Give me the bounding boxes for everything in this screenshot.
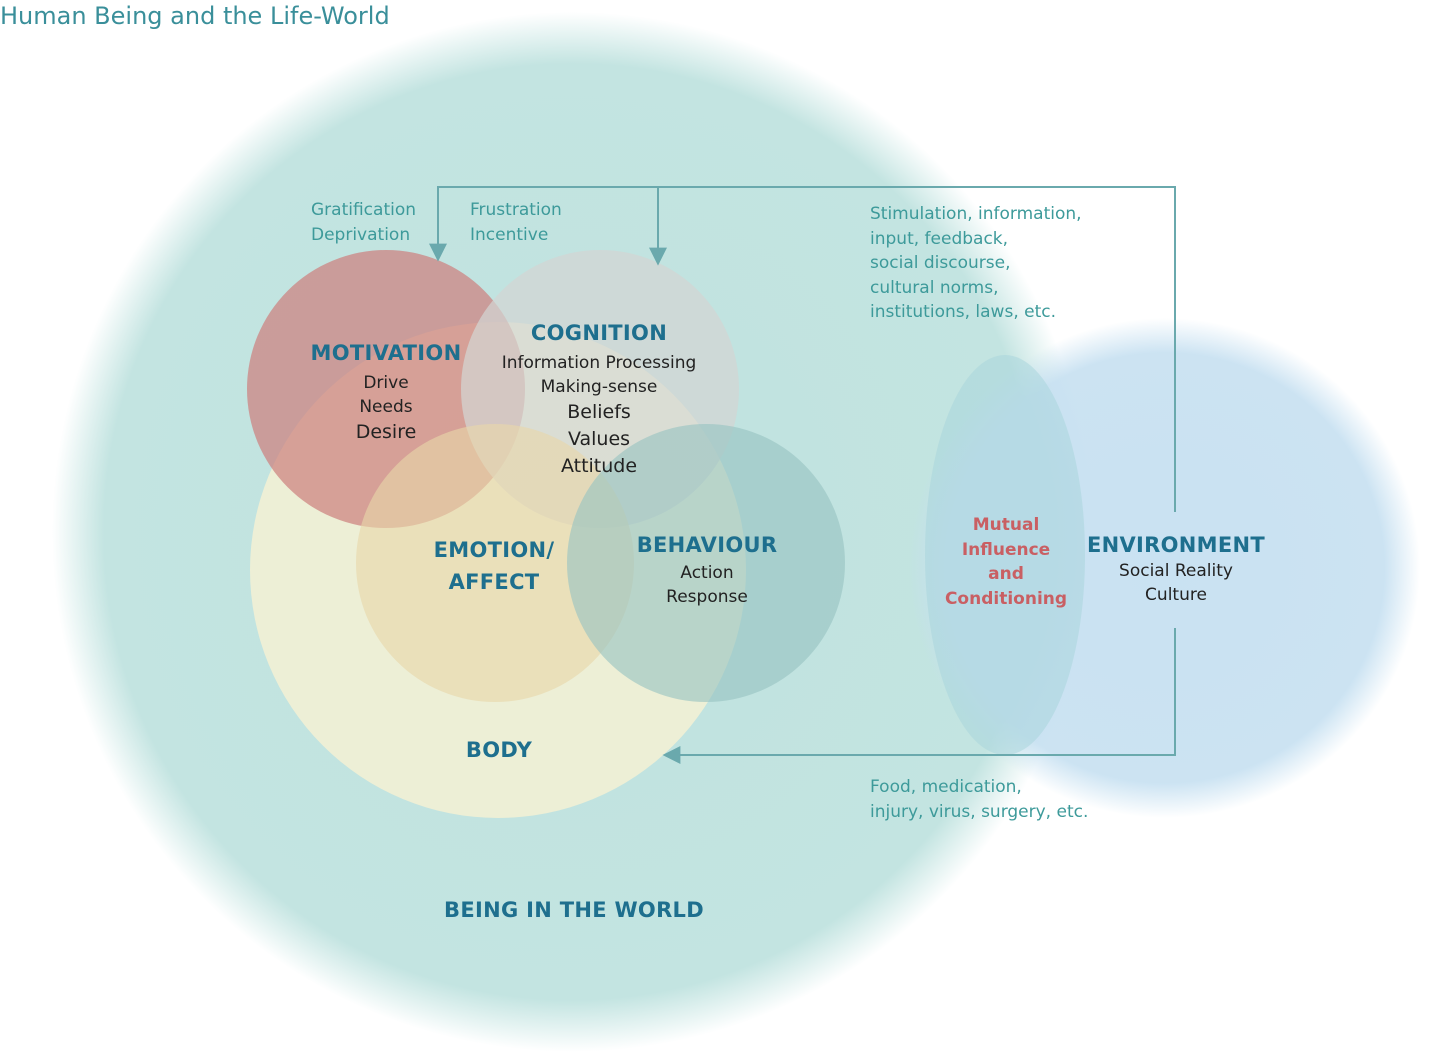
stimulation-line-2: input, feedback,	[870, 228, 1009, 249]
mutual-line-1: Mutual	[972, 515, 1040, 535]
motivation-heading: MOTIVATION	[310, 341, 462, 365]
mutual-influence-label: Mutual Influence and Conditioning	[945, 513, 1067, 611]
frustration-line-2: Incentive	[470, 224, 549, 245]
stimulation-line-5: institutions, laws, etc.	[870, 302, 1056, 322]
mutual-line-4: Conditioning	[944, 588, 1068, 609]
emotion-circle	[356, 424, 634, 702]
emotion-heading-line1: EMOTION/	[433, 538, 555, 562]
motivation-label-group: MOTIVATION Drive Needs Desire	[311, 341, 462, 446]
cognition-item-information-processing: Information Processing	[501, 353, 697, 373]
diagram-title: Human Being and the Life-World	[0, 2, 390, 30]
cognition-item-beliefs: Beliefs	[567, 401, 631, 423]
world-heading: BEING IN THE WORLD	[444, 898, 704, 922]
mutual-influence-overlap	[925, 355, 1085, 755]
stimulation-line-3: social discourse,	[870, 253, 1011, 273]
behaviour-heading: BEHAVIOUR	[636, 533, 778, 557]
gratification-line-2: Deprivation	[311, 224, 411, 245]
gratification-line-1: Gratification	[311, 200, 417, 220]
stimulation-line-1: Stimulation, information,	[870, 204, 1082, 224]
frustration-line-1: Frustration	[470, 200, 562, 220]
cognition-label-group: COGNITION Information Processing Making-…	[502, 321, 697, 480]
behaviour-item-response: Response	[666, 587, 748, 607]
behaviour-item-action: Action	[680, 563, 734, 583]
environment-item-social-reality: Social Reality	[1119, 561, 1233, 581]
frustration-label: Frustration Incentive	[470, 198, 562, 247]
stimulation-line-4: cultural norms,	[870, 277, 999, 298]
emotion-heading-line2: AFFECT	[448, 570, 540, 594]
feedback-line-bottom	[662, 628, 1176, 764]
stimulation-label: Stimulation, information, input, feedbac…	[870, 202, 1082, 325]
motivation-item-needs: Needs	[359, 397, 413, 417]
food-line-1: Food, medication,	[870, 777, 1022, 797]
food-label: Food, medication, injury, virus, surgery…	[870, 775, 1088, 824]
motivation-item-drive: Drive	[363, 373, 409, 393]
feedback-line-top	[429, 186, 1176, 512]
motivation-item-desire: Desire	[355, 421, 417, 443]
environment-label-group: ENVIRONMENT Social Reality Culture	[1087, 533, 1265, 607]
food-line-2: injury, virus, surgery, etc.	[870, 801, 1089, 822]
emotion-label-group: EMOTION/ AFFECT	[434, 534, 555, 598]
cognition-item-values: Values	[567, 428, 631, 450]
cognition-heading: COGNITION	[530, 321, 668, 345]
environment-item-culture: Culture	[1145, 585, 1207, 605]
gratification-label: Gratification Deprivation	[311, 198, 416, 247]
cognition-item-making-sense: Making-sense	[540, 377, 658, 397]
behaviour-label-group: BEHAVIOUR Action Response	[637, 533, 778, 609]
body-heading: BODY	[465, 738, 533, 762]
cognition-item-attitude: Attitude	[560, 455, 638, 477]
mutual-line-3: and	[988, 564, 1024, 584]
mutual-line-2: Influence	[961, 539, 1051, 560]
environment-heading: ENVIRONMENT	[1086, 533, 1266, 557]
behaviour-circle	[567, 424, 845, 702]
